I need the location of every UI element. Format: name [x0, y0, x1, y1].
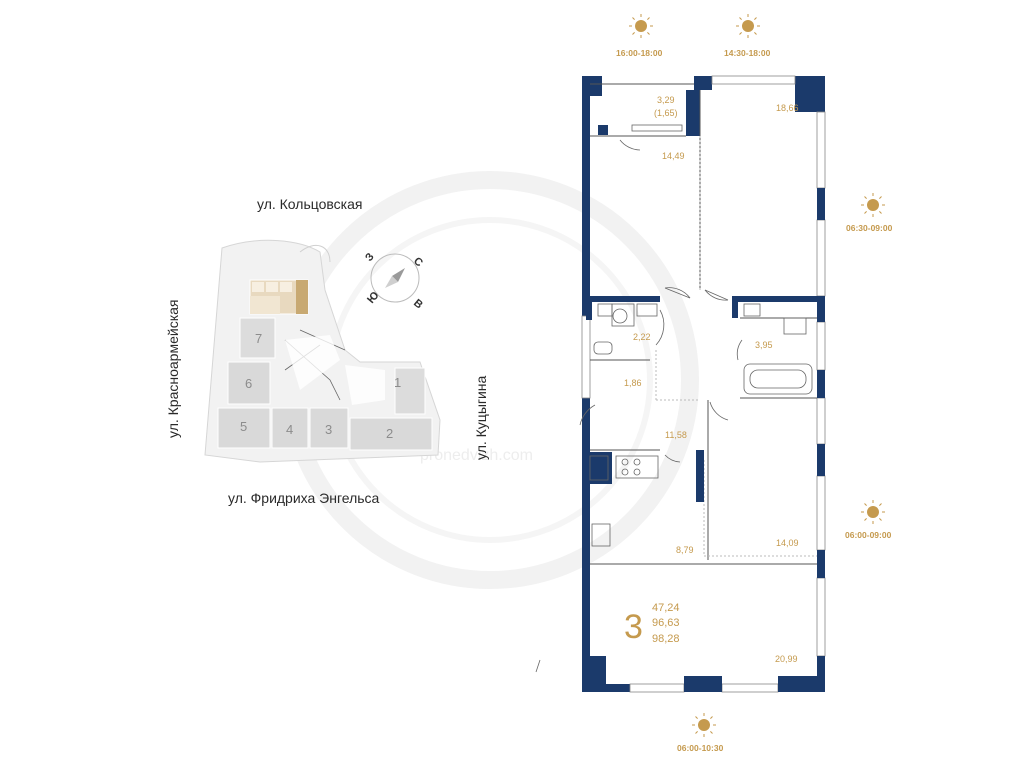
apartment-summary: 3 47,24 96,63 98,28	[624, 602, 680, 646]
compass-south: Ю	[365, 290, 381, 306]
sun-time-top-right: 14:30-18:00	[724, 48, 771, 58]
area-balcony: 3,29	[657, 95, 675, 105]
street-east: ул. Куцыгина	[473, 375, 489, 460]
area-bedroom-e: 14,09	[776, 538, 799, 548]
building-7: 7	[255, 331, 262, 346]
apartment-plan: 3,29 (1,65) 14,49 18,66 2,22 3,95 1,86 1…	[535, 75, 826, 693]
area-balcony-coef: (1,65)	[654, 108, 678, 118]
sun-time-right-lower: 06:00-09:00	[845, 530, 892, 540]
compass: С Ю З В	[363, 251, 425, 312]
total-area: 96,63	[652, 617, 680, 629]
area-hall: 1,86	[624, 378, 642, 388]
windows	[581, 75, 826, 693]
building-2: 2	[386, 426, 393, 441]
building-5: 5	[240, 419, 247, 434]
street-west: ул. Красноармейская	[165, 300, 181, 439]
area-bathroom: 3,95	[755, 340, 773, 350]
area-kitchen: 8,79	[676, 545, 694, 555]
building-4: 4	[286, 422, 293, 437]
sun-time-bottom: 06:00-10:30	[677, 743, 724, 753]
total-area-with-balcony: 98,28	[652, 633, 680, 645]
sun-time-right-upper: 06:30-09:00	[846, 223, 893, 233]
compass-west: З	[363, 251, 377, 264]
building-3: 3	[325, 422, 332, 437]
sun-time-top-left: 16:00-18:00	[616, 48, 663, 58]
sun-icon	[860, 192, 886, 218]
street-north: ул. Кольцовская	[257, 196, 362, 212]
watermark-text: pronedvizh.com	[420, 447, 533, 464]
doors	[579, 124, 743, 463]
rooms-count: 3	[624, 608, 643, 646]
sun-icon	[860, 499, 886, 525]
area-living: 20,99	[775, 654, 798, 664]
street-south: ул. Фридриха Энгельса	[228, 490, 380, 506]
area-corridor: 11,58	[665, 430, 687, 440]
current-building-highlight	[249, 279, 309, 315]
fixtures	[535, 303, 813, 673]
sun-icon	[691, 712, 717, 738]
living-area: 47,24	[652, 602, 680, 614]
sun-icon	[628, 13, 654, 39]
sun-icon	[735, 13, 761, 39]
compass-north: С	[411, 255, 425, 269]
site-map: 1 2 3 4 5 6 7 ул. Кольцовская ул. Красно…	[165, 196, 489, 506]
building-6: 6	[245, 376, 252, 391]
area-bedroom-ne: 18,66	[776, 103, 799, 113]
area-wc: 2,22	[633, 332, 651, 342]
compass-east: В	[411, 297, 425, 311]
area-bedroom-nw: 14,49	[662, 151, 685, 161]
building-1: 1	[394, 375, 401, 390]
